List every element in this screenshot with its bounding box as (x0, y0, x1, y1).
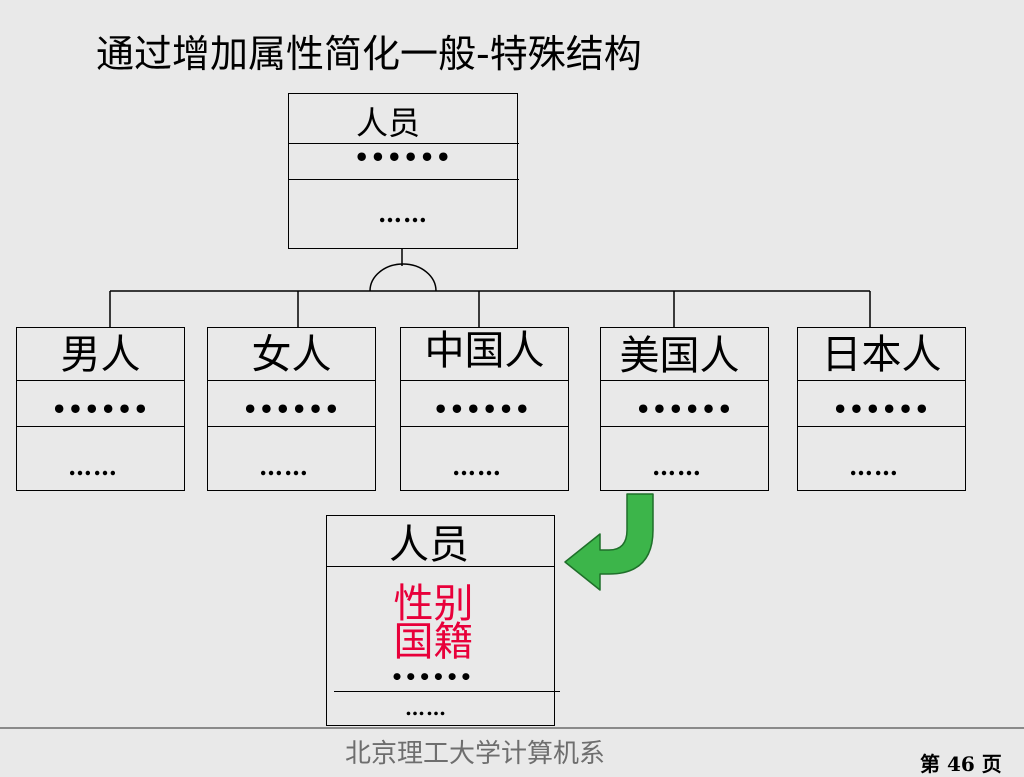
class-divider (600, 426, 769, 427)
class-divider (289, 143, 519, 144)
parent-class-attributes: •••••• (353, 143, 453, 172)
class-divider (600, 380, 769, 381)
result-class-name: 人员 (389, 522, 469, 568)
child-class-name: 女人 (251, 332, 332, 378)
class-divider (289, 179, 519, 180)
child-class-name: 美国人 (619, 333, 740, 379)
class-divider (797, 426, 966, 427)
result-new-attribute: 国籍 (393, 619, 474, 665)
child-class-attributes: •••••• (832, 395, 931, 424)
child-class-services: …… (259, 452, 309, 481)
page-number: 第 46 页 (920, 752, 1002, 776)
class-divider (207, 426, 376, 427)
class-divider (334, 691, 560, 692)
class-divider (326, 566, 555, 567)
class-divider (797, 380, 966, 381)
class-divider (16, 426, 185, 427)
parent-class-services: …… (378, 199, 428, 228)
child-class-name: 日本人 (821, 332, 942, 378)
class-divider (207, 380, 376, 381)
class-divider (16, 380, 185, 381)
child-class-services: …… (452, 452, 502, 481)
child-class-services: …… (68, 452, 118, 481)
child-class-attributes: •••••• (432, 395, 532, 424)
child-class-box (400, 327, 569, 491)
class-divider (400, 426, 569, 427)
child-class-name: 男人 (60, 332, 141, 378)
child-class-services: …… (849, 452, 899, 481)
slide-title: 通过增加属性简化一般-特殊结构 (96, 32, 642, 76)
result-class-box (326, 515, 555, 726)
child-class-box (207, 327, 376, 491)
child-class-box (797, 327, 966, 491)
curved-arrow-icon (564, 493, 654, 591)
footer-department: 北京理工大学计算机系 (344, 739, 605, 769)
result-class-services: …… (405, 696, 447, 720)
child-class-attributes: •••••• (242, 395, 341, 424)
child-class-box (16, 327, 185, 491)
class-divider (400, 380, 569, 381)
result-new-attribute: 性别 (393, 581, 474, 627)
child-class-attributes: •••••• (635, 395, 734, 424)
result-class-attributes: •••••• (390, 665, 474, 689)
parent-class-box (288, 93, 518, 249)
child-class-box (600, 327, 769, 491)
child-class-services: …… (652, 452, 702, 481)
child-class-name: 中国人 (424, 328, 545, 374)
generalization-symbol (369, 263, 437, 292)
child-class-attributes: •••••• (51, 395, 150, 424)
footer-divider (0, 727, 1024, 729)
parent-class-name: 人员 (355, 104, 420, 142)
